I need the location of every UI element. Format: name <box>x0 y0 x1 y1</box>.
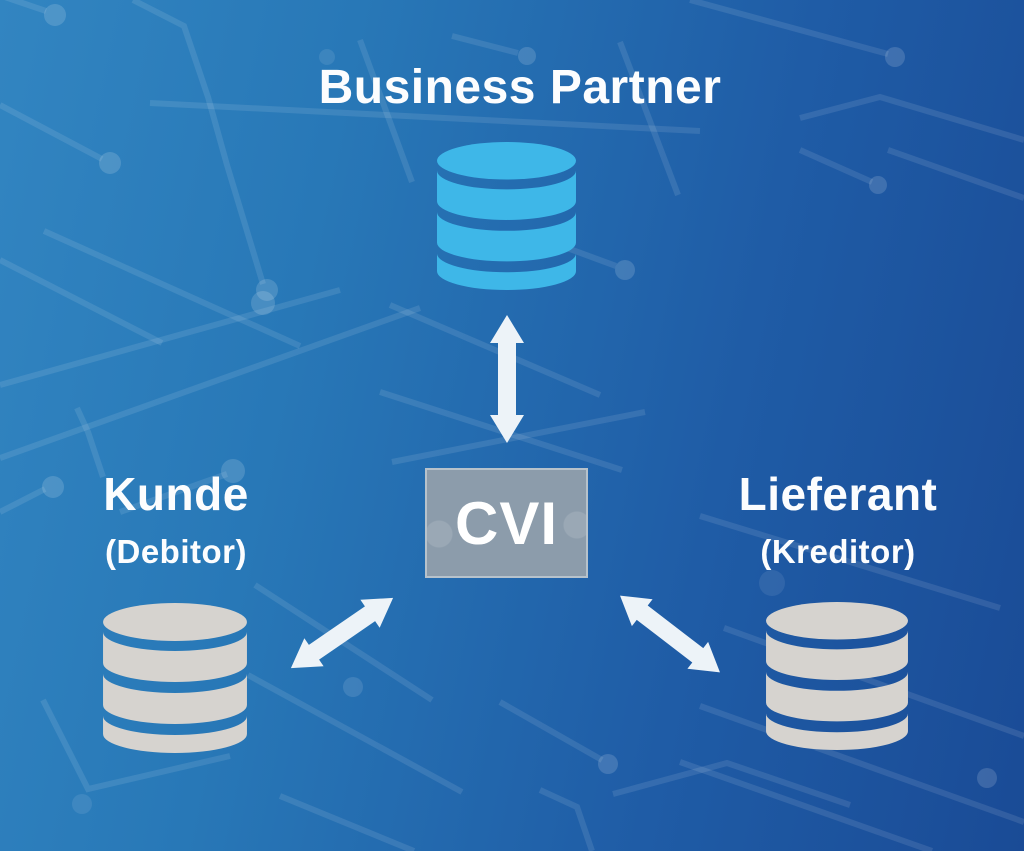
arrow-cvi-lieferant-icon <box>620 595 720 673</box>
business-partner-label: Business Partner <box>318 61 722 114</box>
cvi-label: CVI <box>454 489 559 557</box>
lieferant-label: Lieferant <box>738 468 938 520</box>
cvi-box: CVI <box>425 468 588 578</box>
database-icon-lieferant <box>766 602 908 750</box>
database-icon-business-partner <box>437 142 576 290</box>
kunde-sublabel: (Debitor) <box>105 533 247 570</box>
arrow-cvi-business-partner-icon <box>490 315 524 443</box>
lieferant-sublabel: (Kreditor) <box>760 533 916 570</box>
arrow-cvi-kunde-icon <box>290 597 394 669</box>
database-icon-kunde <box>103 603 247 753</box>
kunde-label: Kunde <box>103 468 249 520</box>
